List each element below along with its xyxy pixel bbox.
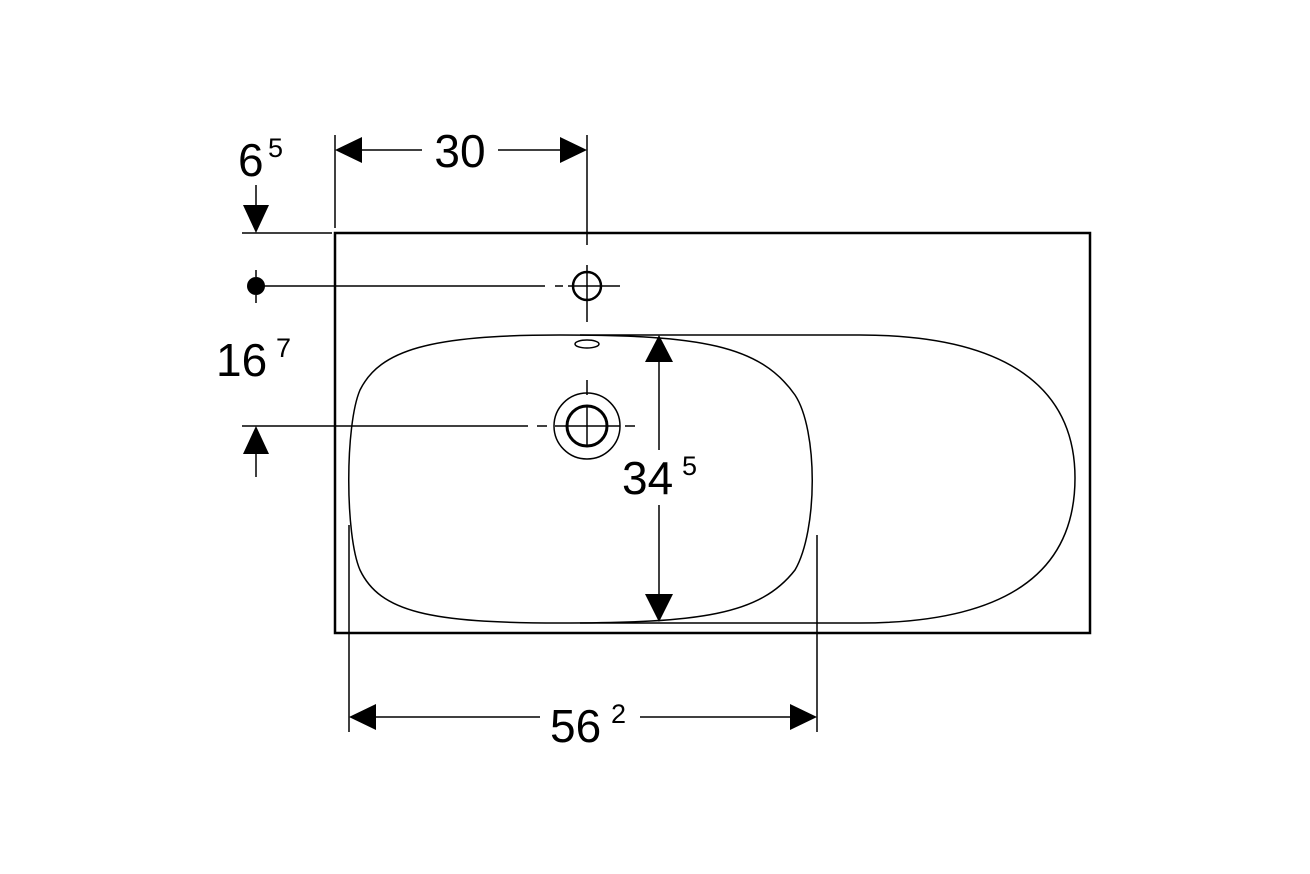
tap-reference-dot [247,277,265,295]
svg-text:30: 30 [434,125,485,177]
dimension-drain-offset: 16 7 [216,333,291,477]
dim-16-arrow-up [243,426,269,454]
dim-56-arrow-right [790,704,817,730]
dimension-tap-spacing: 30 [335,125,587,177]
basin-body-outline [333,231,1092,635]
dim-16-superscript: 7 [276,333,291,363]
svg-text:56: 56 [550,700,601,752]
dim-30-arrow-left [335,137,362,163]
basin-outline [333,231,1092,635]
svg-text:7: 7 [276,333,291,363]
svg-text:6: 6 [238,134,264,186]
dim-6-superscript: 5 [268,133,283,163]
dim-30-value: 30 [434,125,485,177]
dimension-bowl-width: 56 2 [349,699,817,752]
dim-56-arrow-left [349,704,376,730]
dimension-top-offset: 6 5 [238,133,283,233]
dimension-bowl-depth: 34 5 [622,335,697,622]
overflow-slot [574,339,600,349]
tap-hole [568,265,620,322]
svg-text:5: 5 [268,133,283,163]
dim-30-arrow-right [560,137,587,163]
extension-lines [242,135,818,732]
svg-text:16: 16 [216,334,267,386]
drain [553,380,635,460]
shelf-outline [580,334,1076,624]
dim-6-arrow-down [243,205,269,233]
dim-6-value: 6 [238,134,264,186]
dim-34-arrow-down [645,594,673,622]
dim-56-value: 56 [550,700,601,752]
dim-34-arrow-up [645,335,673,362]
dim-16-value: 16 [216,334,267,386]
dim-34-superscript: 5 [682,451,697,481]
svg-text:5: 5 [682,451,697,481]
svg-text:34: 34 [622,452,673,504]
bowl-outline [348,334,813,624]
svg-text:2: 2 [611,699,626,729]
dim-56-superscript: 2 [611,699,626,729]
dim-34-value: 34 [622,452,673,504]
